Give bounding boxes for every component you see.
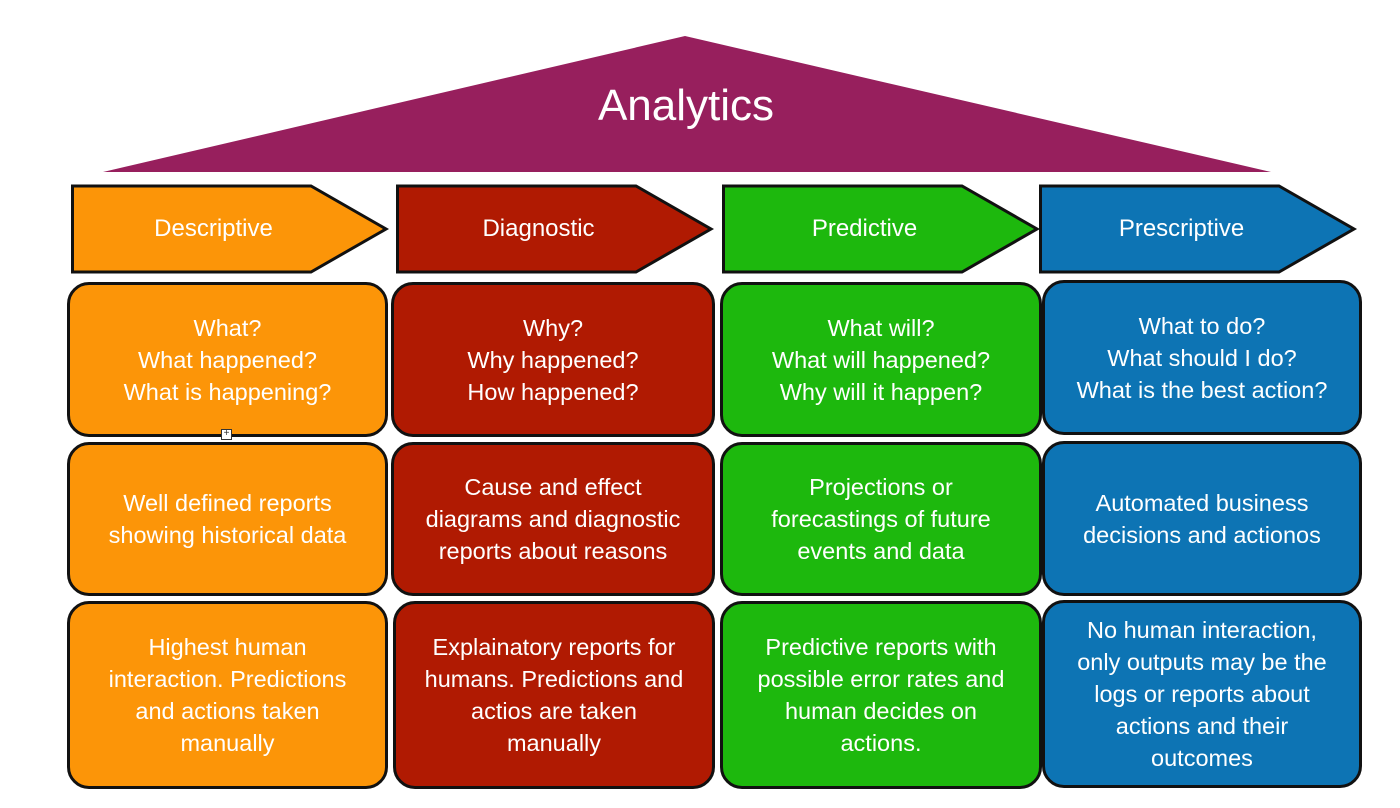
output-card-descriptive: Well defined reports showing historical …: [67, 442, 388, 596]
arrow-diagnostic: Diagnostic: [396, 182, 718, 276]
arrow-shape-prescriptive: [1039, 184, 1358, 274]
header-diagnostic: Diagnostic: [482, 215, 595, 242]
questions-card-predictive: What will? What will happened? Why will …: [720, 282, 1042, 437]
output-card-prescriptive: Automated business decisions and actiono…: [1042, 441, 1362, 596]
questions-card-descriptive: What? What happened? What is happening?: [67, 282, 388, 437]
questions-card-prescriptive: What to do? What should I do? What is th…: [1042, 280, 1362, 435]
resize-handle-icon[interactable]: +: [221, 429, 232, 440]
output-card-predictive: Projections or forecastings of future ev…: [720, 442, 1042, 596]
arrow-shape-descriptive: [71, 184, 390, 274]
diagram-title: Analytics: [597, 81, 775, 130]
output-card-diagnostic: Cause and effect diagrams and diagnostic…: [391, 442, 715, 596]
questions-card-diagnostic: Why? Why happened? How happened?: [391, 282, 715, 437]
analytics-roof: [103, 36, 1271, 172]
arrow-predictive: Predictive: [722, 182, 1044, 276]
interaction-card-predictive: Predictive reports with possible error r…: [720, 601, 1042, 789]
interaction-card-prescriptive: No human interaction, only outputs may b…: [1042, 600, 1362, 788]
header-descriptive: Descriptive: [154, 215, 273, 242]
header-prescriptive: Prescriptive: [1118, 215, 1245, 242]
interaction-card-descriptive: Highest human interaction. Predictions a…: [67, 601, 388, 789]
arrow-shape-predictive: [722, 184, 1041, 274]
arrow-descriptive: Descriptive: [71, 182, 393, 276]
header-predictive: Predictive: [811, 215, 918, 242]
roof-triangle: [103, 36, 1271, 172]
arrow-prescriptive: Prescriptive: [1039, 182, 1361, 276]
arrow-shape-diagnostic: [396, 184, 715, 274]
interaction-card-diagnostic: Explainatory reports for humans. Predict…: [393, 601, 715, 789]
